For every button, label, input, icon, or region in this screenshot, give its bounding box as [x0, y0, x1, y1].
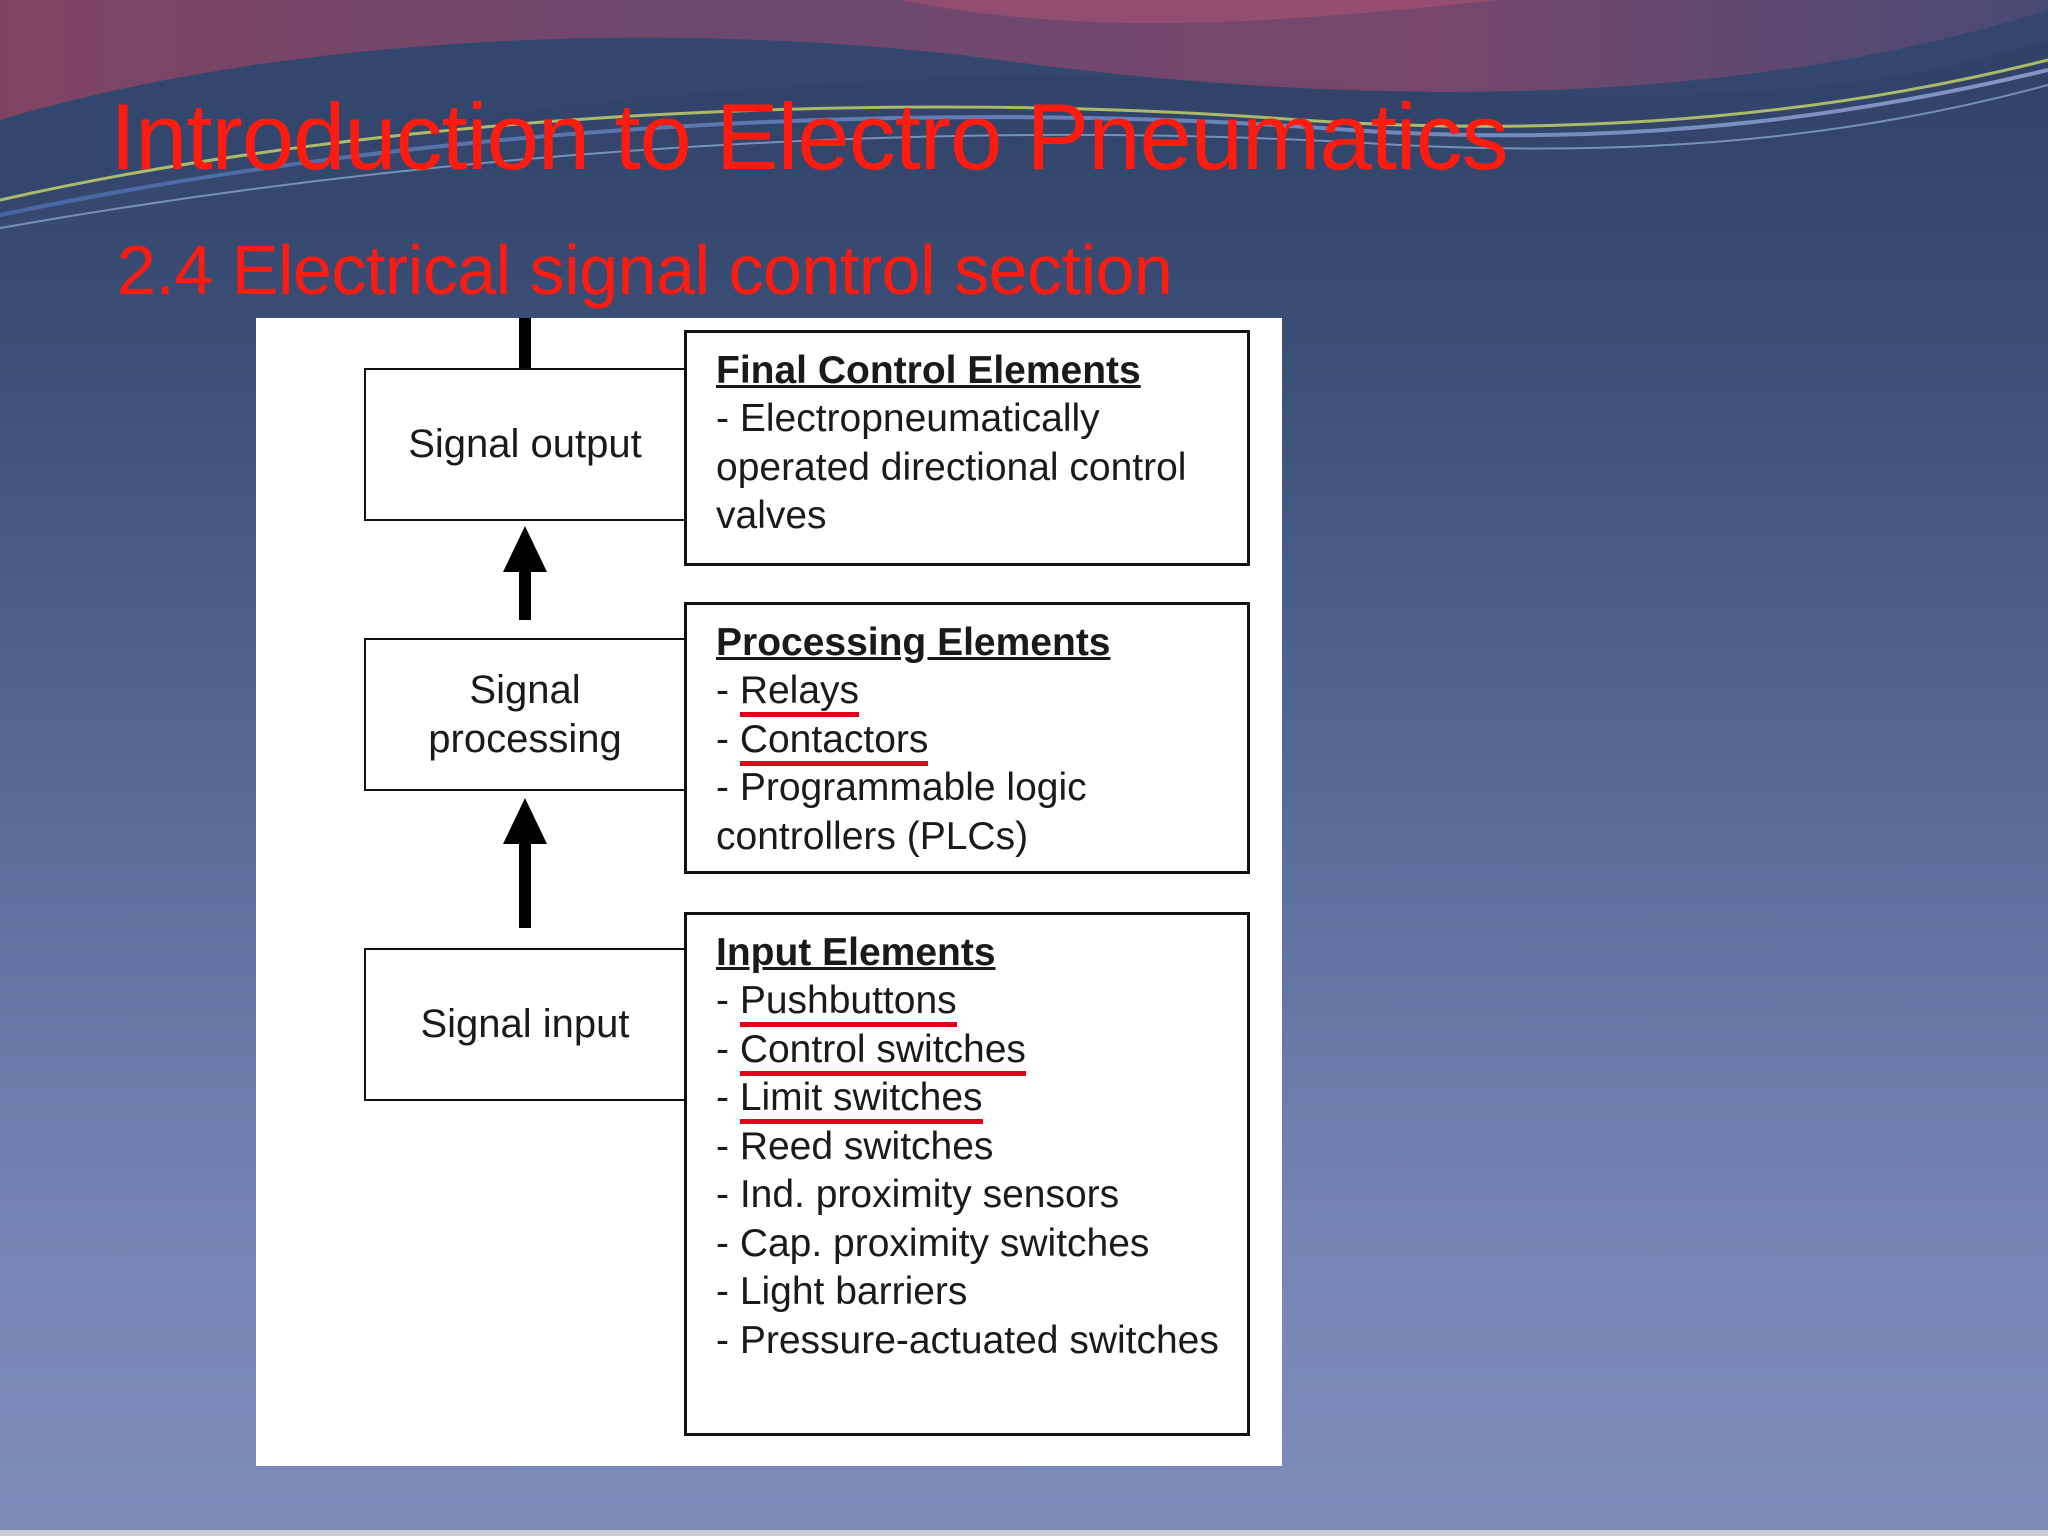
- decorative-swoosh: [0, 0, 2048, 229]
- highlighted-item-text: Control switches: [739, 1027, 1026, 1076]
- group-items: - Relays- Contactors- Programmable logic…: [716, 667, 1247, 861]
- element-item: - Pressure-actuated switches: [716, 1318, 1219, 1362]
- stage-label: Signal processing: [428, 667, 622, 761]
- highlighted-item-text: Pushbuttons: [739, 979, 957, 1027]
- stage-signal-input: Signal input: [364, 948, 686, 1101]
- element-item: - Contactors: [716, 716, 1247, 766]
- stage-signal-output: Signal output: [364, 368, 686, 521]
- element-item: - Relays: [716, 667, 1247, 717]
- slide-subtitle: 2.4 Electrical signal control section: [117, 231, 1173, 309]
- stage-signal-processing: Signal processing: [364, 638, 686, 791]
- arrow-up-icon: [503, 526, 547, 572]
- element-item: - Pushbuttons: [716, 977, 1247, 1027]
- arrow-stem: [519, 842, 531, 928]
- group-items: - Electropneumatically operated directio…: [716, 395, 1247, 541]
- highlighted-item-text: Limit switches: [739, 1076, 983, 1124]
- element-item: - Programmable logic controllers (PLCs): [716, 766, 1098, 858]
- group-heading: Input Elements: [716, 931, 996, 974]
- stage-label: Signal output: [408, 422, 642, 466]
- element-item: - Light barriers: [716, 1270, 968, 1313]
- arrow-up-icon: [503, 798, 547, 844]
- group-heading: Final Control Elements: [716, 349, 1141, 392]
- element-item: - Electropneumatically operated directio…: [716, 397, 1198, 537]
- element-item: - Cap. proximity switches: [716, 1221, 1150, 1265]
- processing-elements-box: Processing Elements - Relays- Contactors…: [684, 602, 1250, 874]
- group-items: - Pushbuttons- Control switches- Limit s…: [716, 977, 1247, 1365]
- highlighted-item-text: Relays: [739, 669, 860, 717]
- element-item: - Ind. proximity sensors: [716, 1173, 1120, 1216]
- bottom-strip: [0, 1530, 2048, 1536]
- arrow-stem: [519, 570, 531, 620]
- highlighted-item-text: Contactors: [739, 717, 929, 766]
- element-item: - Control switches: [716, 1026, 1247, 1076]
- element-item: - Reed switches: [716, 1124, 994, 1168]
- stage-label: Signal input: [420, 1002, 630, 1046]
- final-control-elements-box: Final Control Elements - Electropneumati…: [684, 330, 1250, 566]
- signal-control-diagram: Signal output Signal processing Signal i…: [256, 318, 1282, 1466]
- group-heading: Processing Elements: [716, 621, 1111, 664]
- slide-title: Introduction to Electro Pneumatics: [110, 84, 1509, 189]
- top-output-line: [519, 318, 531, 370]
- input-elements-box: Input Elements - Pushbuttons- Control sw…: [684, 912, 1250, 1436]
- element-item: - Limit switches: [716, 1074, 1247, 1124]
